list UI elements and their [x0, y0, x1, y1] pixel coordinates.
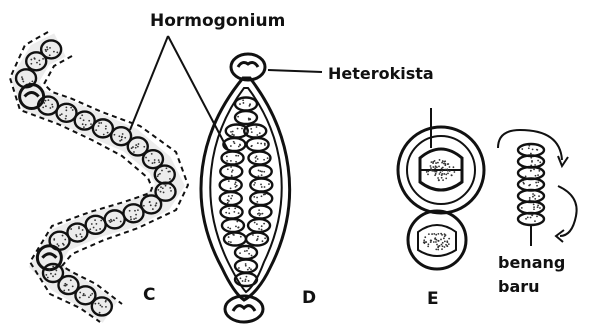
new-filament-cell	[518, 156, 544, 168]
hormogonium-cell	[235, 98, 257, 111]
label-hormogonium: Hormogonium	[150, 11, 285, 31]
hormogonium-cell	[235, 111, 257, 124]
new-filament-cell	[518, 190, 544, 202]
hormogonium-pointers	[130, 36, 228, 150]
new-filament-cell	[518, 179, 544, 191]
new-filament-cell	[518, 144, 544, 156]
panel-d-spindle	[201, 54, 290, 322]
label-panel-c: C	[143, 285, 155, 305]
heterocyst-top	[231, 54, 265, 80]
hormogonium-cell	[249, 206, 271, 219]
new-filament-cell	[518, 213, 544, 225]
label-benang: benang	[498, 253, 565, 272]
label-panel-d: D	[302, 288, 316, 308]
hormogonium-cell	[248, 152, 270, 165]
panel-d-cells	[220, 98, 273, 287]
hormogonium-cell	[220, 192, 242, 205]
panel-c-filament	[10, 32, 188, 322]
label-baru: baru	[498, 277, 540, 296]
hormogonium-cell	[224, 233, 246, 246]
panel-e-upper-cell	[398, 108, 484, 213]
hormogonium-cell	[246, 233, 268, 246]
hormogonium-cell	[222, 219, 244, 232]
hormogonium-cell	[235, 260, 257, 273]
hormogonium-cell	[222, 152, 244, 165]
hormogonium-cell	[223, 138, 245, 151]
label-panel-e: E	[427, 289, 439, 309]
hormogonium-cell	[220, 179, 242, 192]
new-filament-cell	[518, 167, 544, 179]
hormogonium-cell	[250, 165, 272, 178]
hormogonium-cell	[220, 165, 242, 178]
panel-e-cells	[398, 108, 577, 269]
hormogonium-cell	[250, 179, 272, 192]
panel-e-new-filament	[498, 130, 577, 246]
hormogonium-cell	[248, 219, 270, 232]
hormogonium-cell	[221, 206, 243, 219]
hormogonium-cell	[235, 246, 257, 259]
hormogonium-cell	[247, 138, 269, 151]
label-heterokista: Heterokista	[328, 64, 434, 83]
heterokista-pointer	[268, 70, 322, 72]
hormogonium-cell	[250, 192, 272, 205]
new-filament-cell	[518, 202, 544, 214]
panel-e-lower-cell	[408, 211, 466, 269]
